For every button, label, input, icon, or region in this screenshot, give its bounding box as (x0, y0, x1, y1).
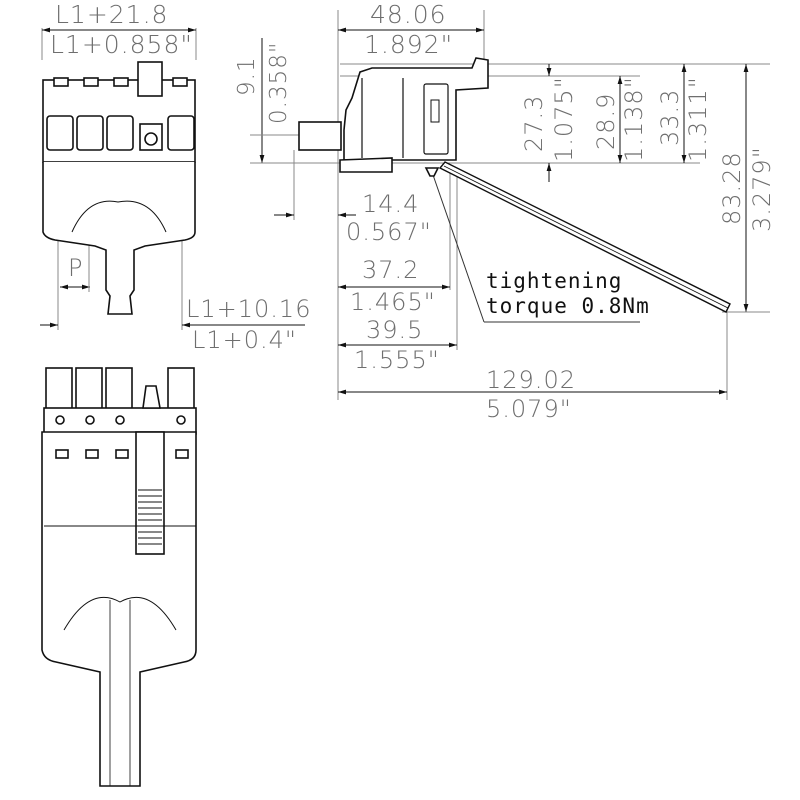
height-33-3-mm: 33.3 (656, 88, 684, 146)
side-view (298, 57, 731, 313)
height-33-3-inch: 1.311" (684, 76, 712, 162)
height-27-3-inch: 1.075" (550, 76, 578, 162)
top-view (41, 367, 197, 787)
front-view (42, 61, 196, 315)
pitch-width-mm: L1+10.16 (186, 295, 312, 323)
depth1-mm: 37.2 (362, 256, 420, 284)
height-83-28-mm: 83.28 (718, 151, 746, 225)
torque-note-line2: torque 0.8Nm (486, 294, 650, 318)
depth2-mm: 39.5 (366, 316, 424, 344)
total-length-inch: 5.079" (486, 395, 572, 423)
pitch-width-inch: L1+0.4" (192, 326, 297, 354)
front-width-mm: L1+21.8 (55, 0, 169, 29)
top-width-mm: 48.06 (370, 0, 447, 29)
height-27-3-mm: 27.3 (520, 94, 548, 152)
front-width-inch: L1+0.858" (50, 30, 193, 59)
height-28-9-inch: 1.138" (620, 76, 648, 162)
height-offset-mm: 9.1 (234, 56, 260, 96)
top-width-inch: 1.892" (364, 30, 454, 59)
total-length-mm: 129.02 (486, 366, 576, 394)
height-28-9-mm: 28.9 (592, 92, 620, 150)
depth1-inch: 1.465" (350, 288, 436, 316)
pitch-label: P (68, 254, 84, 282)
torque-note-line1: tightening (486, 269, 623, 293)
pin-dim-inch: 0.567" (346, 218, 432, 246)
height-offset-inch: 0.358" (266, 41, 292, 124)
height-83-28-inch: 3.279" (748, 146, 776, 232)
pin-dim-mm: 14.4 (362, 190, 420, 218)
depth2-inch: 1.555" (354, 346, 440, 374)
